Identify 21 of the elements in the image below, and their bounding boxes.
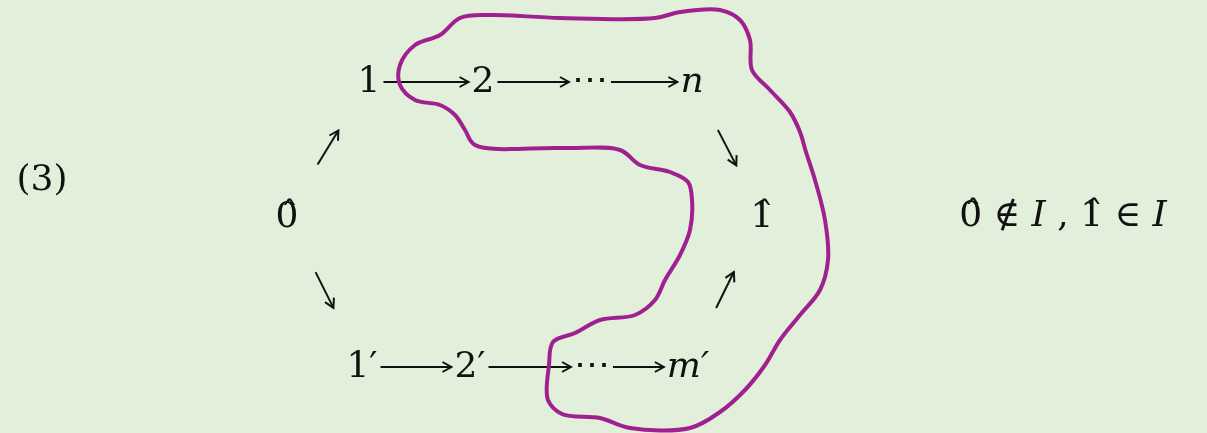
math-term: ⋯: [572, 59, 608, 101]
arrow: [610, 76, 679, 88]
math-term: 2′: [454, 344, 486, 386]
math-term: m′: [666, 344, 710, 386]
arrow: [496, 76, 570, 88]
arrow: [314, 271, 335, 309]
arrow: [716, 128, 738, 167]
arrow: [316, 129, 340, 166]
arrow: [379, 361, 453, 373]
arrow: [612, 361, 665, 373]
arrow: [715, 271, 736, 309]
math-term: ⋯: [574, 344, 610, 386]
math-term: 1̂: [750, 194, 774, 236]
math-term: 1′: [346, 344, 378, 386]
math-term: 0̂: [275, 194, 299, 236]
equation-number: (3): [16, 157, 68, 199]
math-term: 1: [357, 59, 381, 101]
math-term: 2: [471, 59, 495, 101]
arrow: [487, 361, 572, 373]
formula: 0̂ ∉ I , 1̂ ∈ I: [959, 193, 1167, 235]
math-term: n: [680, 59, 704, 101]
